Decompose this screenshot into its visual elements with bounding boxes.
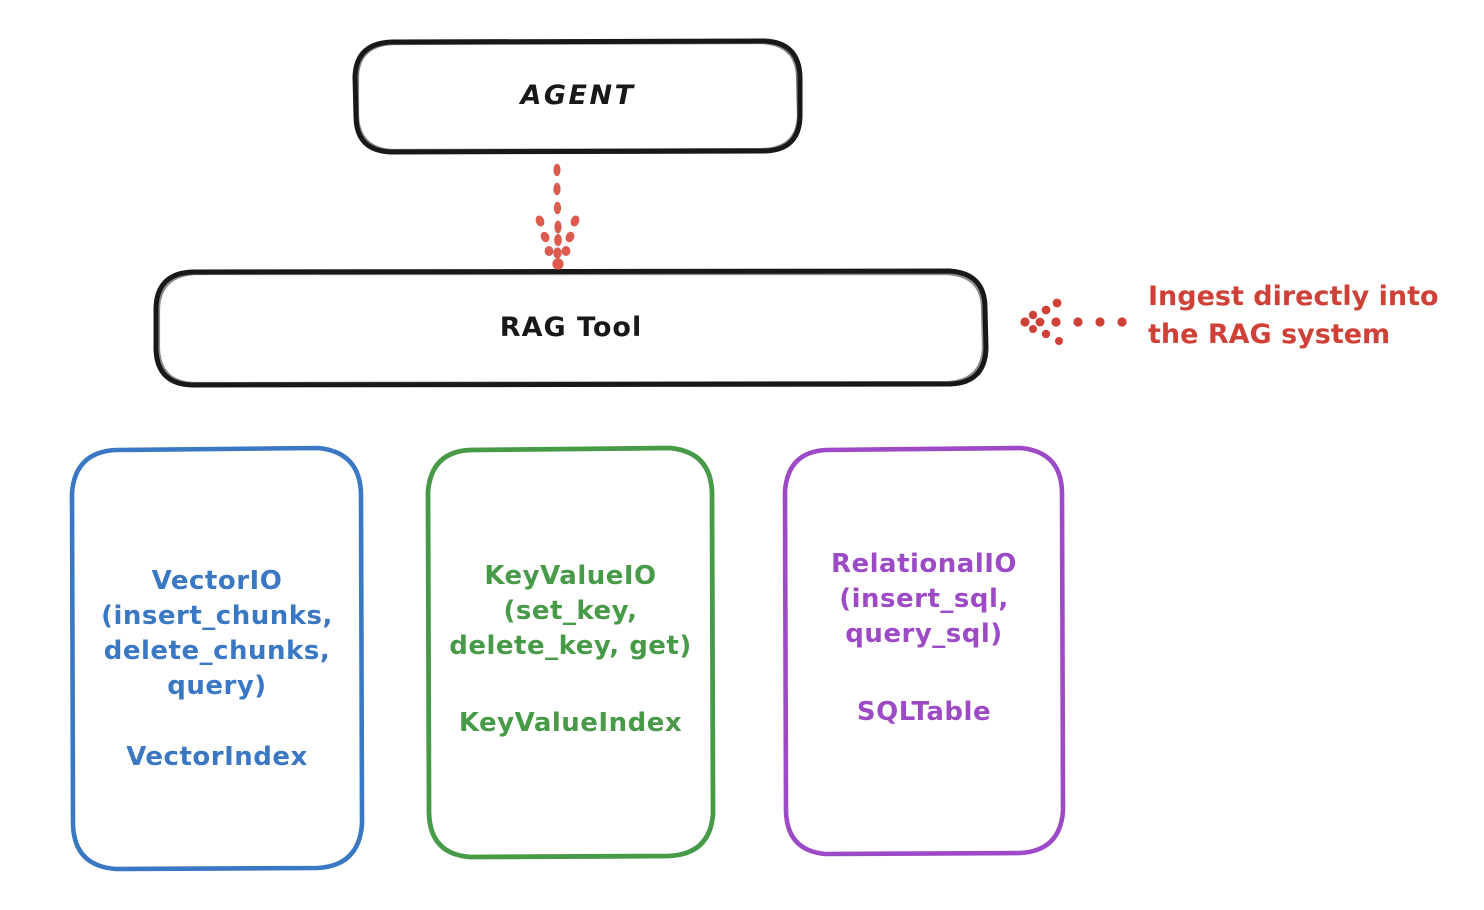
node-key-value-io[interactable]: KeyValueIO (set_key, delete_key, get) Ke… — [428, 448, 713, 856]
node-key-value-io-sub-label: KeyValueIndex — [458, 707, 683, 738]
annotation-ingest-note: Ingest directly into the RAG system — [1148, 281, 1439, 351]
rag-tool-box-outline-overlay — [157, 272, 985, 385]
agent-to-rag-tool-connector — [535, 163, 580, 270]
relational-io-box-outline — [782, 445, 1066, 857]
node-key-value-io-label: KeyValueIO (set_key, delete_key, get) — [449, 561, 692, 661]
node-rag-tool-label: RAG Tool — [499, 311, 643, 343]
key-value-io-box-outline — [425, 445, 716, 860]
node-vector-io[interactable]: VectorIO (insert_chunks, delete_chunks, … — [72, 448, 362, 869]
node-vector-io-label: VectorIO (insert_chunks, delete_chunks, … — [101, 566, 333, 701]
node-rag-tool[interactable]: RAG Tool — [156, 271, 986, 385]
rag-tool-box-outline — [153, 268, 989, 388]
agent-box-outline-overlay — [356, 41, 800, 152]
vector-io-box-outline — [69, 445, 365, 872]
ingest-note-connector — [1020, 298, 1127, 345]
node-relational-io-sub-label: SQLTable — [856, 697, 992, 728]
node-agent-label: AGENT — [520, 80, 636, 112]
agent-box-outline — [352, 38, 803, 155]
node-agent[interactable]: AGENT — [355, 41, 801, 152]
node-relational-io-label: RelationalIO (insert_sql, query_sql) — [830, 548, 1018, 649]
node-relational-io[interactable]: RelationalIO (insert_sql, query_sql) SQL… — [785, 448, 1063, 853]
node-vector-io-sub-label: VectorIndex — [126, 741, 308, 772]
